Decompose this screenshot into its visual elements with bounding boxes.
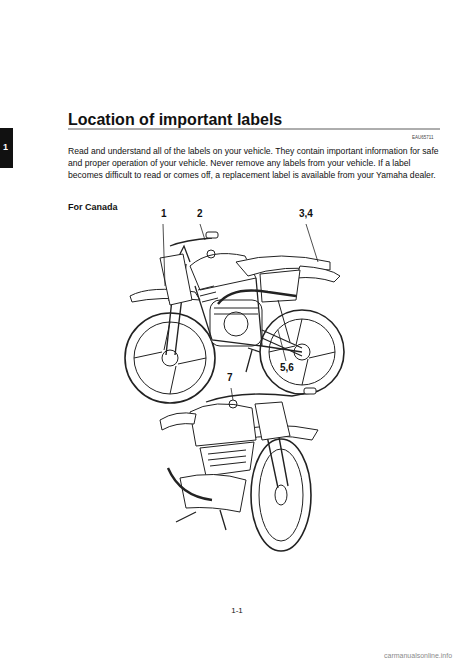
reference-code: EAU65711 xyxy=(412,135,433,140)
callout-number: 1 xyxy=(160,208,168,220)
callout-number: 7 xyxy=(226,372,234,384)
region-heading: For Canada xyxy=(68,202,118,213)
side-view-bike xyxy=(125,224,344,403)
body-text: Read and understand all of the labels on… xyxy=(68,145,444,182)
chapter-tab xyxy=(0,128,13,168)
callout-number: 3,4 xyxy=(298,208,314,220)
page-title: Location of important labels xyxy=(68,110,282,129)
front-view-bike xyxy=(160,388,318,551)
page-number: 1-1 xyxy=(231,606,243,616)
callout-number: 2 xyxy=(196,208,204,220)
watermark: carmanualsonline.info xyxy=(384,652,452,660)
chapter-number: 1 xyxy=(3,142,8,153)
callout-number: 5,6 xyxy=(279,362,295,374)
title-rule xyxy=(68,129,440,130)
